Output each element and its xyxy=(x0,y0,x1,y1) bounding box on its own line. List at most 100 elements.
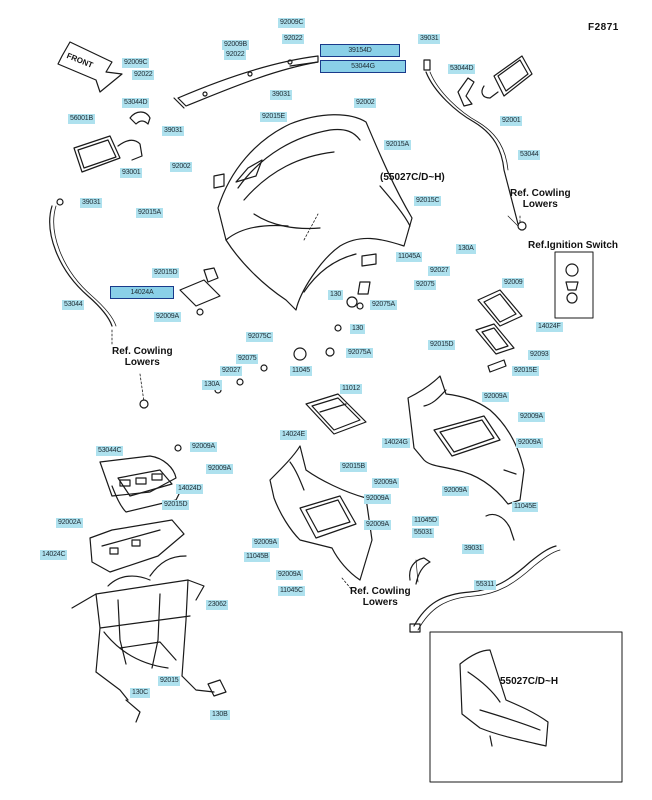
left-mirror-part xyxy=(73,111,151,173)
part-label[interactable]: 92075A xyxy=(346,348,373,358)
part-label[interactable]: 92022 xyxy=(282,34,305,44)
meter-holder xyxy=(99,444,183,513)
part-label[interactable]: 92015B xyxy=(340,462,367,472)
part-label[interactable]: 92027 xyxy=(220,366,243,376)
part-label[interactable]: 92009A xyxy=(252,538,279,548)
part-label[interactable]: 92009 xyxy=(502,278,525,288)
part-label[interactable]: 14024D xyxy=(176,484,204,494)
right-cable-part xyxy=(423,59,519,225)
part-label[interactable]: 92022 xyxy=(224,50,247,60)
leader-lines xyxy=(111,213,521,403)
ref-cowling-lowers-right: Ref. Cowling Lowers xyxy=(510,188,571,210)
part-label[interactable]: 92009C xyxy=(278,18,306,28)
part-label[interactable]: 92015A xyxy=(384,140,411,150)
part-label[interactable]: 39154D xyxy=(320,44,400,57)
part-label[interactable]: 53044G xyxy=(320,60,406,73)
tube-55031 xyxy=(409,513,515,585)
part-label[interactable]: 39031 xyxy=(80,198,103,208)
part-label[interactable]: 14024A xyxy=(110,286,174,299)
part-label[interactable]: 92009A xyxy=(516,438,543,448)
windshield-part xyxy=(173,55,319,109)
part-label[interactable]: 92075A xyxy=(370,300,397,310)
part-label[interactable]: 14024G xyxy=(382,438,410,448)
left-cable-part xyxy=(49,198,117,327)
part-label[interactable]: 92009A xyxy=(518,412,545,422)
part-label[interactable]: 53044D xyxy=(448,64,476,74)
front-arrow xyxy=(57,41,123,93)
part-label[interactable]: 11012 xyxy=(340,384,362,394)
tube-55311 xyxy=(409,545,561,633)
inset-note: 55027C/D~H xyxy=(500,676,559,687)
part-label[interactable]: 92075 xyxy=(414,280,437,290)
part-label[interactable]: 130A xyxy=(202,380,222,390)
part-label[interactable]: 14024C xyxy=(40,550,68,560)
part-label[interactable]: 39031 xyxy=(270,90,293,100)
part-label[interactable]: 92015E xyxy=(512,366,539,376)
right-inner-panel xyxy=(407,375,525,505)
ref-ignition-switch: Ref.Ignition Switch xyxy=(528,240,618,251)
part-label[interactable]: 92009B xyxy=(222,40,249,50)
part-label[interactable]: 14024E xyxy=(280,430,307,440)
part-label[interactable]: 39031 xyxy=(418,34,441,44)
part-label[interactable]: 92015E xyxy=(260,112,287,122)
part-label[interactable]: 11045C xyxy=(278,586,305,596)
part-label[interactable]: 11045A xyxy=(396,252,423,262)
part-label[interactable]: 130C xyxy=(130,688,150,698)
part-label[interactable]: 92002A xyxy=(56,518,83,528)
part-label[interactable]: 11045 xyxy=(290,366,312,376)
figure-id: F2871 xyxy=(588,22,619,33)
part-label[interactable]: 92009A xyxy=(372,478,399,488)
main-frame xyxy=(71,555,227,723)
part-label[interactable]: 11045B xyxy=(244,552,271,562)
part-label[interactable]: 39031 xyxy=(162,126,185,136)
part-label[interactable]: 55031 xyxy=(412,528,435,538)
part-label[interactable]: 53044D xyxy=(122,98,150,108)
part-label[interactable]: 11045D xyxy=(412,516,439,526)
part-label[interactable]: 92093 xyxy=(528,350,551,360)
part-label[interactable]: 53044 xyxy=(62,300,85,310)
part-label[interactable]: 56001B xyxy=(68,114,95,124)
part-label[interactable]: 92001 xyxy=(500,116,523,126)
part-label[interactable]: 92009A xyxy=(442,486,469,496)
part-label[interactable]: 130A xyxy=(456,244,476,254)
part-label[interactable]: 11045E xyxy=(512,502,539,512)
part-label[interactable]: 92009A xyxy=(190,442,217,452)
part-label[interactable]: 14024F xyxy=(536,322,563,332)
part-label[interactable]: 130B xyxy=(210,710,230,720)
part-label[interactable]: 92015A xyxy=(136,208,163,218)
part-label[interactable]: 92027 xyxy=(428,266,451,276)
part-label[interactable]: 92009A xyxy=(206,464,233,474)
part-label[interactable]: 92015D xyxy=(162,500,190,510)
part-label[interactable]: 23062 xyxy=(206,600,229,610)
part-label[interactable]: 53044 xyxy=(518,150,541,160)
part-label[interactable]: 92009A xyxy=(154,312,181,322)
part-label[interactable]: 92002 xyxy=(170,162,193,172)
ignition-switch-box xyxy=(554,251,594,319)
panel-14024A xyxy=(179,267,221,307)
part-label[interactable]: 130 xyxy=(328,290,344,300)
part-label[interactable]: 92009A xyxy=(276,570,303,580)
center-inner-panel xyxy=(269,445,373,581)
part-label[interactable]: 92015 xyxy=(158,676,181,686)
gauge-cover-right xyxy=(475,289,523,373)
part-label[interactable]: 92009A xyxy=(364,494,391,504)
ref-cowling-lowers-bottom: Ref. Cowling Lowers xyxy=(350,586,411,608)
panel-11012 xyxy=(305,393,367,435)
part-label[interactable]: 130 xyxy=(350,324,366,334)
part-label[interactable]: 92015C xyxy=(414,196,442,206)
part-label[interactable]: 93001 xyxy=(120,168,143,178)
part-label[interactable]: 39031 xyxy=(462,544,485,554)
part-label[interactable]: 92075C xyxy=(246,332,274,342)
part-label[interactable]: 92015D xyxy=(428,340,456,350)
part-label[interactable]: 55311 xyxy=(474,580,496,590)
part-label[interactable]: 92015D xyxy=(152,268,180,278)
part-label[interactable]: 92022 xyxy=(132,70,155,80)
part-label[interactable]: 92009A xyxy=(482,392,509,402)
model-note: (55027C/D~H) xyxy=(380,172,445,183)
part-label[interactable]: 92075 xyxy=(236,354,259,364)
part-label[interactable]: 92002 xyxy=(354,98,377,108)
part-label[interactable]: 92009A xyxy=(364,520,391,530)
part-label[interactable]: 92009C xyxy=(122,58,150,68)
part-label[interactable]: 53044C xyxy=(96,446,124,456)
